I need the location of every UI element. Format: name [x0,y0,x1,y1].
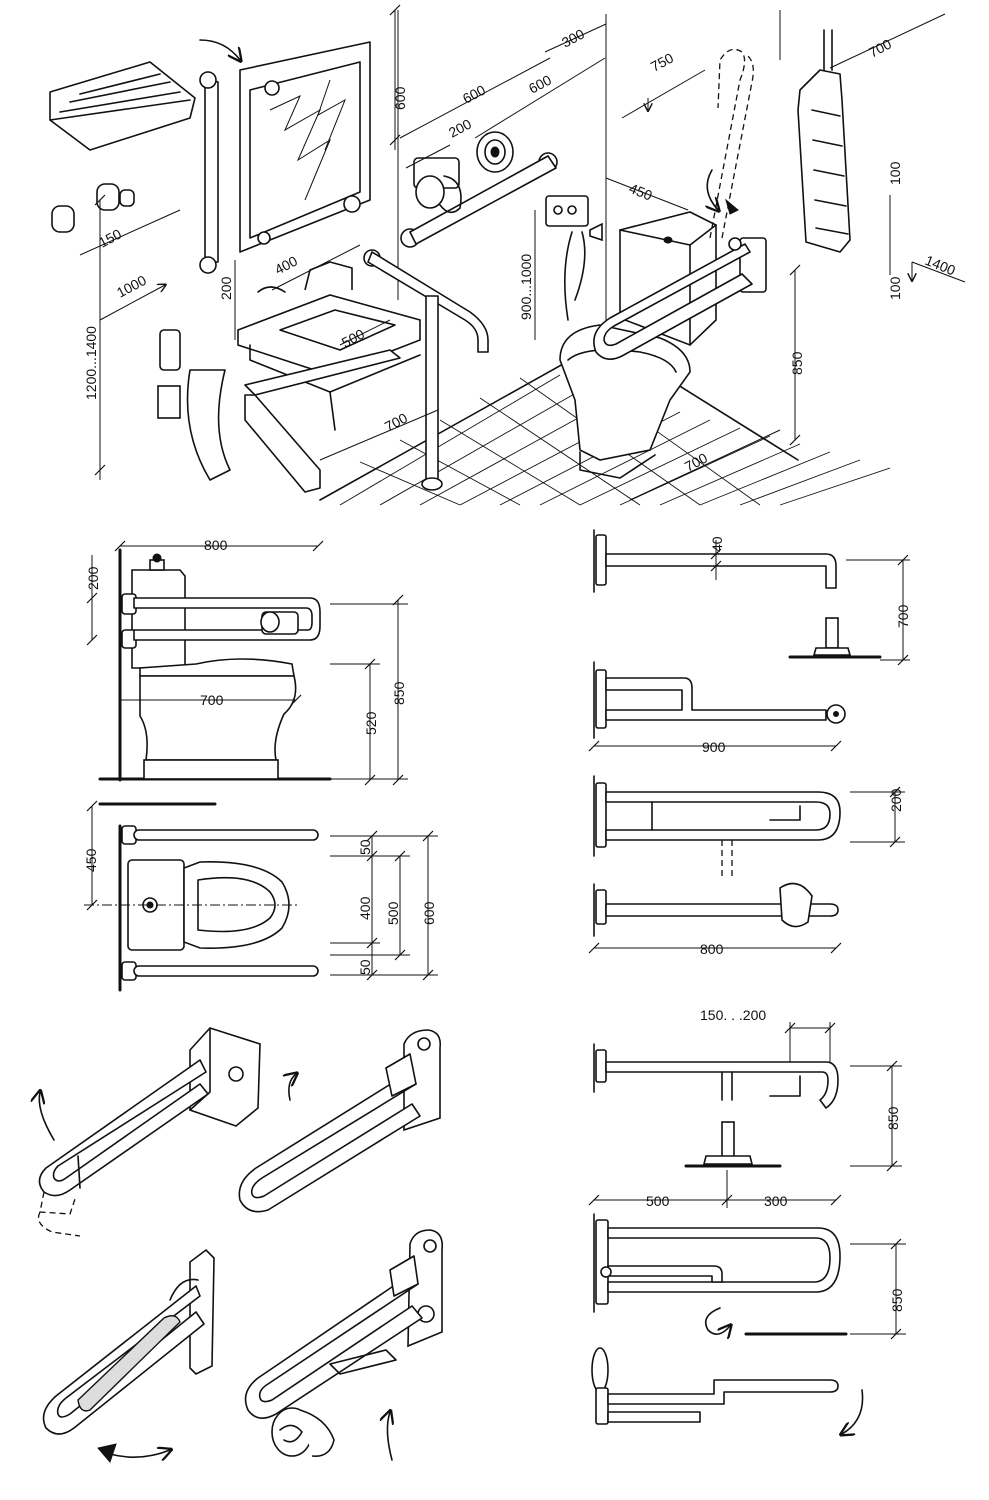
dim-r5-150-200: 150. . .200 [700,1007,766,1023]
iso-dimension-lines [79,4,966,501]
dim-200-basin: 200 [218,276,234,300]
dim-plan-600: 600 [421,901,437,925]
dim-r6-850: 850 [889,1288,905,1312]
bar-detail-2-l-bar: 900 [588,661,846,755]
dim-700-floor: 700 [682,449,710,474]
dim-side-520: 520 [363,711,379,735]
dim-400-basin: 400 [272,252,300,277]
dim-plan-400: 400 [357,896,373,920]
toilet-paper-holder [413,157,462,214]
hand-shower [545,195,603,321]
dim-850-wc: 850 [789,351,805,375]
isometric-bathroom-view: 1200...1400 1000 150 200 400 500 700 600… [49,4,966,506]
folding-bar-perspective-3 [42,1248,215,1463]
dim-r5-850: 850 [885,1106,901,1130]
dim-side-800: 800 [204,537,228,553]
dim-plan-50-top: 50 [357,839,373,855]
dim-plan-450: 450 [83,848,99,872]
vertical-grab-bar [199,71,219,274]
dim-side-200: 200 [85,566,101,590]
dim-300: 300 [559,25,587,50]
bar-detail-7-raised-bar [591,1347,864,1434]
dim-side-850: 850 [391,681,407,705]
flush-button [476,131,514,173]
dim-r1-700: 700 [895,604,911,628]
dim-r5-300: 300 [764,1193,788,1209]
dim-100-b: 100 [887,276,903,300]
folding-bar-perspective-2 [238,1029,442,1213]
basin-grab-rail [157,329,401,493]
wall-frame-grab-bar [797,29,851,253]
dim-600-a: 600 [460,81,488,106]
dim-1400: 1400 [923,252,958,279]
dim-plan-50-bottom: 50 [357,959,373,975]
dim-100-a: 100 [887,161,903,185]
dim-1200-1400: 1200...1400 [83,326,99,400]
folding-bar-perspective-1 [39,1027,261,1237]
wall-grab-bar [400,152,558,248]
dim-200-paper: 200 [446,115,474,140]
dim-side-700: 700 [200,692,224,708]
iso-dimension-labels: 1200...1400 1000 150 200 400 500 700 600… [83,25,958,474]
fold-up-toilet-grab-bar [593,237,767,360]
dim-700-basin: 700 [382,409,410,434]
dim-r3-200: 200 [888,788,904,812]
dim-r1-40: 40 [709,536,725,552]
toilet-side-elevation: 800 200 700 520 850 [85,537,408,786]
dim-r4-800: 800 [700,941,724,957]
bar-detail-6-fold-bar: 850 [593,1213,906,1339]
washbasin [237,261,421,431]
dim-plan-500: 500 [385,901,401,925]
swing-up-bar-dashed [707,48,754,239]
toilet-plan-view: 450 50 400 500 600 50 [83,800,438,992]
dim-700-wall: 700 [866,35,894,60]
bar-detail-1-cane-hook: 40 700 [593,529,911,666]
dim-r2-900: 900 [702,739,726,755]
dim-900-1000: 900...1000 [518,254,534,320]
dim-600-mirror: 600 [392,86,408,110]
floor-support-grab-bar [363,249,489,491]
dim-600-b: 600 [526,71,554,96]
dim-r5-500: 500 [646,1193,670,1209]
dim-750: 750 [648,49,676,74]
tilting-mirror [199,39,371,253]
wall-shelf [49,61,196,151]
bar-detail-4-paper-holder-bar: 800 [588,882,842,957]
folding-bar-perspective-4 [244,1229,444,1461]
tiled-floor [339,361,891,506]
dim-450: 450 [627,180,655,204]
bar-detail-3-u-bar: 200 [593,775,905,880]
coat-hook-icon [51,183,135,233]
bar-detail-5-swing-bar: 150. . .200 850 500 300 [588,1007,902,1209]
